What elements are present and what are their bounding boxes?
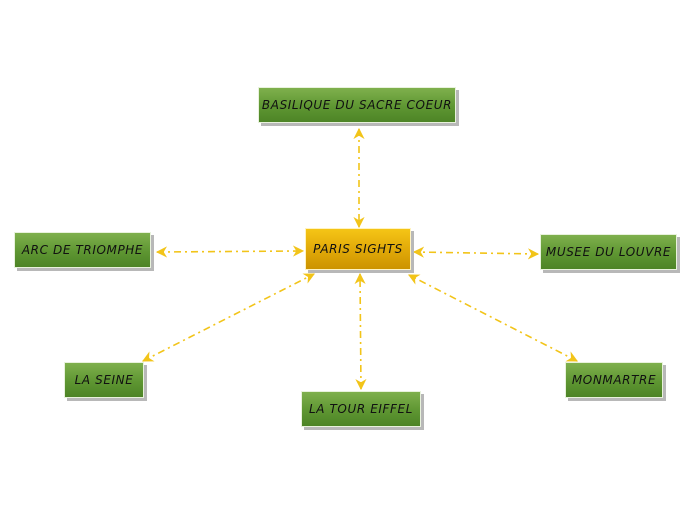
topic-node-eiffel[interactable]: LA TOUR EIFFEL: [301, 391, 421, 427]
topic-node-montmartre[interactable]: MONMARTRE: [565, 362, 663, 398]
connector-louvre: [412, 246, 540, 260]
topic-node-seine[interactable]: LA SEINE: [64, 362, 144, 398]
central-topic-label: PARIS SIGHTS: [313, 242, 403, 256]
topic-node-arc-de-triomphe[interactable]: ARC DE TRIOMPHE: [14, 232, 151, 268]
connector-montmartre: [408, 274, 578, 362]
topic-node-sacre-coeur[interactable]: BASILIQUE DU SACRE COEUR: [258, 87, 456, 123]
topic-label-arc-de-triomphe: ARC DE TRIOMPHE: [21, 243, 144, 257]
topic-label-sacre-coeur: BASILIQUE DU SACRE COEUR: [261, 98, 453, 112]
topic-node-louvre[interactable]: MUSEE DU LOUVRE: [540, 234, 677, 270]
topic-label-montmartre: MONMARTRE: [571, 373, 657, 387]
connector-seine: [142, 273, 315, 362]
topic-label-seine: LA SEINE: [74, 373, 134, 387]
topic-label-louvre: MUSEE DU LOUVRE: [545, 245, 672, 259]
connector-arc-triomphe: [155, 245, 305, 258]
central-topic-node[interactable]: PARIS SIGHTS: [305, 228, 411, 270]
connector-eiffel: [354, 272, 367, 391]
topic-label-eiffel: LA TOUR EIFFEL: [308, 402, 413, 416]
